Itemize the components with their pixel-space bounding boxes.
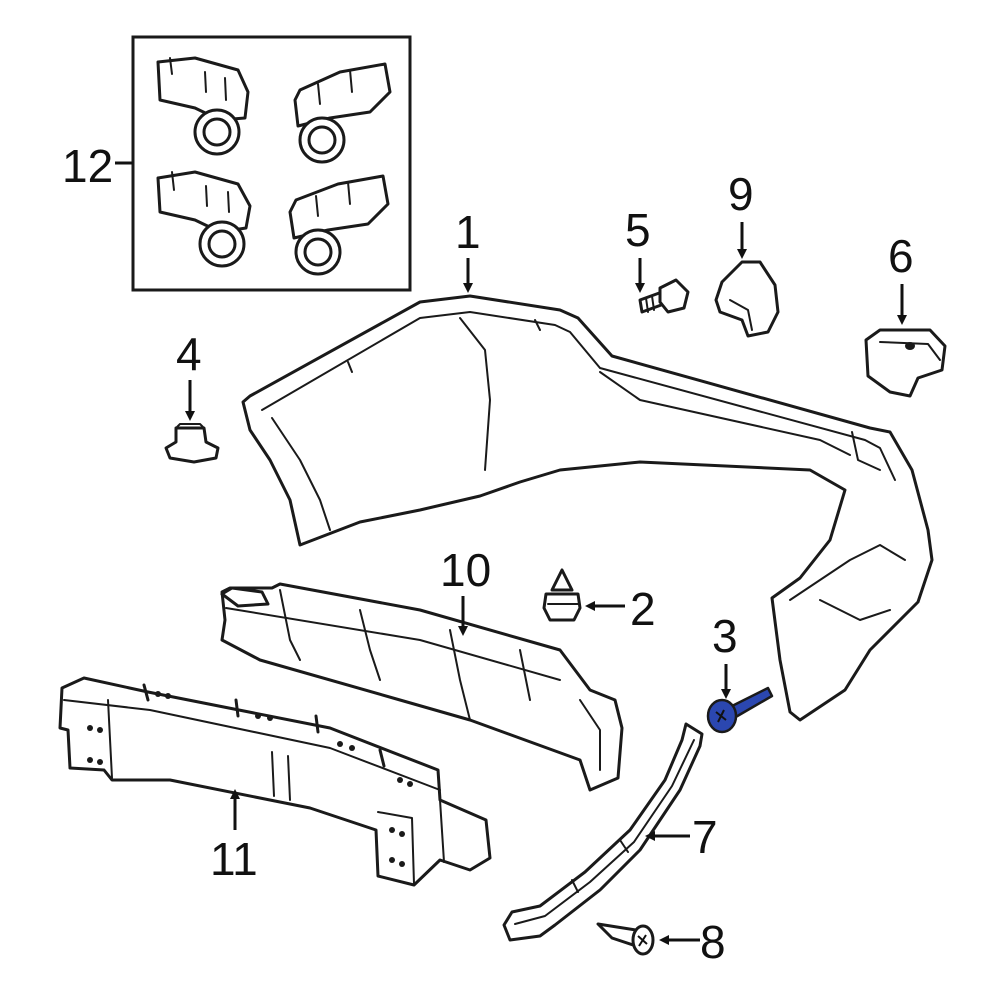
callout-9: 9 xyxy=(728,168,754,220)
callout-2: 2 xyxy=(630,583,656,635)
callout-12: 12 xyxy=(62,140,113,192)
callout-7: 7 xyxy=(692,811,718,863)
callout-5: 5 xyxy=(625,204,651,256)
parking-sensor-2 xyxy=(293,62,392,164)
part-7-retainer-strip[interactable]: 7 xyxy=(502,722,718,942)
callout-8: 8 xyxy=(700,916,726,968)
callout-11: 11 xyxy=(210,833,258,885)
parking-sensor-1 xyxy=(156,56,250,156)
part-6-bracket[interactable]: 6 xyxy=(864,230,947,398)
part-9-bracket[interactable]: 9 xyxy=(714,168,780,338)
part-11-reinforcement-bar[interactable]: 11 xyxy=(58,676,492,887)
part-2-push-rivet[interactable]: 2 xyxy=(542,568,656,635)
part-10-energy-absorber[interactable]: 10 xyxy=(220,544,624,792)
bar-holes xyxy=(87,691,413,867)
callout-6: 6 xyxy=(888,230,914,282)
part-1-bumper-cover[interactable]: 1 xyxy=(241,206,934,722)
callout-1: 1 xyxy=(455,206,481,258)
parking-sensor-3 xyxy=(156,170,252,268)
part-8-screw[interactable]: 8 xyxy=(596,916,726,968)
part-5-bolt[interactable]: 5 xyxy=(625,204,690,314)
callout-10: 10 xyxy=(440,544,491,596)
part-4-clip[interactable]: 4 xyxy=(164,328,220,464)
parking-sensor-4 xyxy=(288,174,390,276)
part-12-sensor-kit[interactable]: 12 xyxy=(62,35,412,292)
callout-3: 3 xyxy=(712,610,738,662)
part-3-screw[interactable]: 3 xyxy=(706,610,774,734)
callout-4: 4 xyxy=(176,328,202,380)
